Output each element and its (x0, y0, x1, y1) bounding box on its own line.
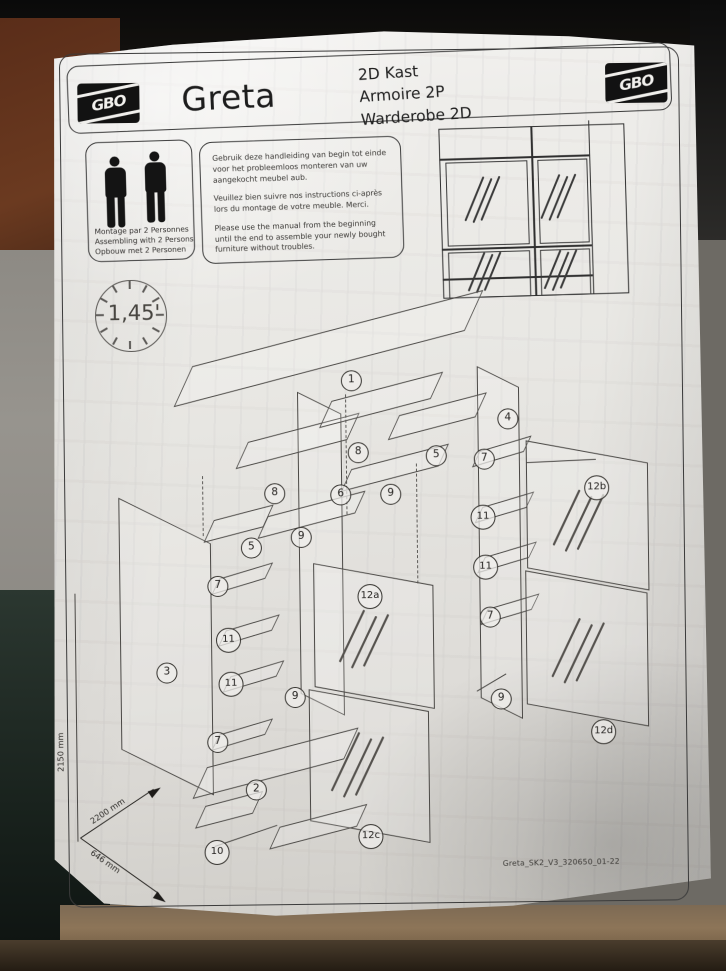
wardrobe-front-view (438, 120, 630, 299)
two-persons-icon (96, 151, 184, 228)
instructions-panel: Gebruik deze handleiding van begin tot e… (198, 135, 405, 265)
instruction-text-fr: Veuillez bien suivre nos instructions ci… (213, 188, 383, 214)
part-callout-7: 7 (207, 575, 229, 598)
product-subtitles: 2D Kast Armoire 2P Warderobe 2D (357, 57, 472, 131)
instruction-text-en: Please use the manual from the beginning… (214, 218, 386, 255)
part-mirror-door-12d (525, 570, 650, 727)
person-icon-1 (100, 156, 130, 229)
part-left-side-panel (118, 497, 214, 796)
part-callout-11: 11 (218, 671, 244, 697)
part-callout-12c: 12c (358, 823, 384, 850)
part-callout-5: 5 (240, 537, 263, 559)
dimension-height-label: 2150 mm (55, 732, 66, 772)
part-callout-9: 9 (380, 483, 402, 505)
person-icon-2 (140, 151, 170, 224)
part-callout-9: 9 (490, 688, 512, 710)
part-callout-12b: 12b (584, 475, 610, 501)
printed-content: GBO Greta 2D Kast Armoire 2P Warderobe 2… (41, 24, 712, 922)
part-callout-9: 9 (284, 686, 306, 709)
construction-line-2 (415, 463, 420, 584)
part-top-panel (173, 289, 484, 408)
page-title: Greta (180, 75, 277, 119)
part-callout-2: 2 (245, 779, 267, 801)
instruction-text-nl: Gebruik deze handleiding van begin tot e… (212, 148, 387, 185)
mirror-panel-top-left (445, 160, 530, 247)
part-callout-4: 4 (497, 408, 519, 430)
part-callout-5: 5 (425, 445, 447, 467)
part-callout-1: 1 (340, 370, 362, 392)
background-bottom-strip (0, 940, 726, 971)
part-callout-8: 8 (264, 483, 286, 505)
part-callout-10: 10 (204, 839, 230, 866)
gbo-logo-left-icon: GBO (77, 82, 140, 124)
part-callout-11: 11 (470, 504, 496, 530)
part-callout-12a: 12a (357, 583, 383, 610)
part-callout-6: 6 (330, 484, 352, 506)
part-callout-11: 11 (215, 627, 242, 653)
part-callout-3: 3 (156, 662, 178, 684)
mirror-panel-top-right (537, 158, 590, 244)
part-callout-12d: 12d (591, 719, 617, 745)
part-callout-7: 7 (479, 606, 501, 628)
part-callout-7: 7 (473, 448, 495, 470)
two-persons-caption: Montage par 2 Personnes Assembling with … (94, 224, 195, 256)
gbo-logo-right-icon: GBO (605, 62, 668, 104)
two-persons-panel: Montage par 2 Personnes Assembling with … (84, 139, 196, 263)
part-callout-8: 8 (347, 442, 369, 464)
part-mirror-door-12b (525, 440, 650, 591)
construction-line-3 (202, 476, 205, 537)
part-callout-11: 11 (473, 554, 499, 580)
part-callout-7: 7 (207, 731, 229, 754)
part-callout-9: 9 (290, 526, 312, 549)
